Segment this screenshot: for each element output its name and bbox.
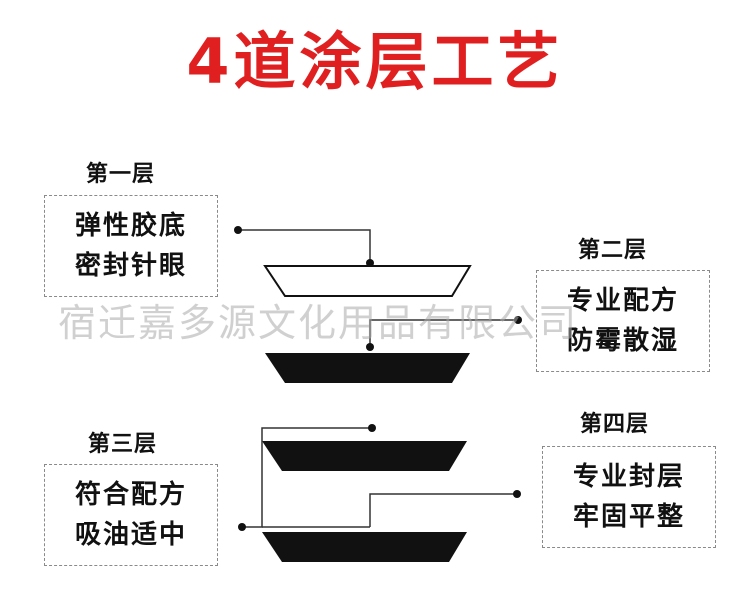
- layer-2-line-1: 专业配方: [566, 286, 679, 316]
- layer-4-title: 第四层: [580, 412, 650, 437]
- layer-1-title: 第一层: [86, 162, 156, 187]
- layer-2-connector: [366, 316, 522, 351]
- layer-4-shape: [262, 532, 467, 562]
- layer-1-line-2: 密封针眼: [74, 251, 187, 281]
- layer-4-box: 专业封层 牢固平整: [542, 446, 716, 548]
- layer-3-line-1: 符合配方: [74, 480, 187, 510]
- page-title: 4道涂层工艺: [186, 25, 564, 98]
- layer-1-connector: [234, 226, 374, 267]
- layer-4-line-1: 专业封层: [572, 462, 685, 492]
- layer-4-connector: [369, 490, 521, 527]
- layer-3-connector: [238, 424, 376, 531]
- layer-2-title: 第二层: [578, 238, 648, 263]
- layer-2-box: 专业配方 防霉散湿: [536, 270, 710, 372]
- layer-1-line-1: 弹性胶底: [74, 211, 187, 241]
- layer-3-box: 符合配方 吸油适中: [44, 464, 218, 566]
- layer-3-shape: [262, 441, 467, 471]
- layer-1-shape: [263, 265, 472, 297]
- layer-4-line-2: 牢固平整: [572, 502, 685, 532]
- layer-1-box: 弹性胶底 密封针眼: [44, 195, 218, 297]
- watermark: 宿迁嘉多源文化用品有限公司: [58, 301, 579, 345]
- layer-3-title: 第三层: [88, 432, 158, 457]
- layer-3-line-2: 吸油适中: [74, 520, 187, 550]
- layer-2-line-2: 防霉散湿: [566, 326, 679, 356]
- layer-2-shape: [265, 353, 470, 383]
